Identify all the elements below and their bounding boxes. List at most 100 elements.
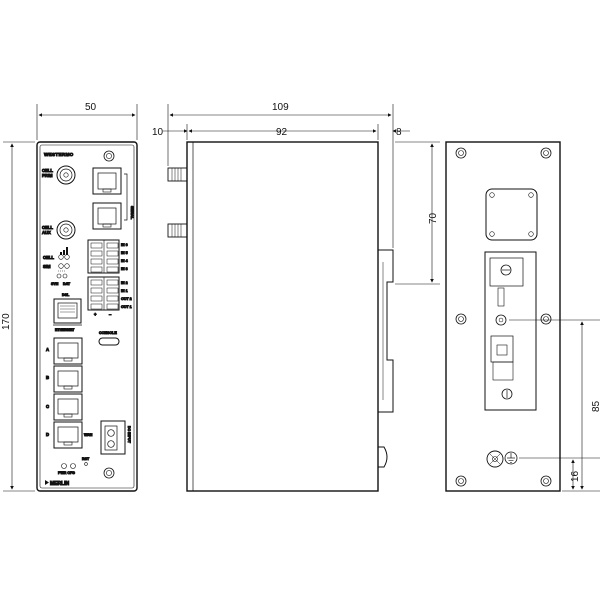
signal-strength-icon bbox=[60, 247, 68, 255]
port-a-label: A bbox=[46, 347, 49, 352]
front-view: WESTERMO CELL PRIM SERIAL bbox=[36, 141, 138, 492]
ethernet-port bbox=[53, 365, 83, 393]
port-d-label: D bbox=[46, 432, 49, 437]
screw-icon bbox=[540, 147, 552, 159]
cell-led-label: CELL bbox=[43, 255, 54, 260]
antenna-connector-aux bbox=[56, 220, 76, 240]
terminal-pin bbox=[90, 258, 103, 265]
io-in2-label: IN 2 bbox=[121, 281, 128, 285]
ethernet-label: ETHERNET bbox=[55, 328, 75, 332]
reset-button bbox=[84, 462, 88, 466]
antenna-connector-prim bbox=[56, 165, 76, 185]
sim-led-2 bbox=[64, 263, 70, 269]
front-housing bbox=[36, 141, 138, 492]
serial-label: SERIAL bbox=[130, 206, 134, 220]
side-dimensions bbox=[163, 104, 440, 285]
io-in1-label: IN 1 bbox=[121, 289, 128, 293]
wan-label: WAN bbox=[84, 433, 93, 437]
dim-rear-mount: 85 bbox=[591, 400, 600, 412]
rst-label: RST bbox=[82, 457, 90, 461]
io-in6-label: IN 6 bbox=[121, 243, 128, 247]
sim-led-1 bbox=[58, 263, 64, 269]
dsl-label: DSL bbox=[62, 293, 70, 297]
dim-front-width: 50 bbox=[85, 102, 97, 113]
dsl-port bbox=[53, 298, 82, 324]
dim-front-height: 170 bbox=[1, 313, 12, 330]
screw-icon bbox=[103, 150, 115, 162]
rear-dimensions bbox=[509, 319, 600, 492]
terminal-pin bbox=[106, 279, 119, 286]
terminal-pin bbox=[90, 250, 103, 257]
cell-prim-label-1: CELL bbox=[42, 168, 53, 173]
port-b-label: B bbox=[46, 375, 49, 380]
io-out2-label: OUT 2 bbox=[121, 297, 132, 301]
dim-side-rear-offset: 8 bbox=[396, 127, 402, 138]
ground-screw bbox=[486, 450, 504, 468]
screw-icon bbox=[455, 147, 467, 159]
cell-led-1 bbox=[58, 254, 64, 260]
io-minus-label: − bbox=[109, 312, 112, 317]
terminal-pin bbox=[90, 295, 103, 302]
rear-housing bbox=[445, 141, 561, 492]
port-c-label: C bbox=[46, 404, 49, 409]
screw-icon bbox=[103, 467, 115, 479]
side-bottom-knob bbox=[378, 446, 388, 468]
io-terminal-upper-pins bbox=[90, 242, 119, 273]
screw-icon bbox=[540, 475, 552, 487]
ethernet-ports bbox=[53, 337, 83, 449]
io-in3-label: IN 3 bbox=[121, 267, 128, 271]
side-front-bezel bbox=[186, 141, 194, 492]
rear-din-clip bbox=[484, 251, 537, 411]
dc-input-label: DC INPUT bbox=[127, 426, 131, 444]
cell-led-2 bbox=[64, 254, 70, 260]
terminal-pin bbox=[90, 303, 103, 310]
serial-port-2 bbox=[92, 202, 122, 230]
dim-side-total: 109 bbox=[272, 102, 289, 113]
terminal-pin bbox=[106, 258, 119, 265]
front-dimensions bbox=[3, 104, 138, 492]
terminal-pin bbox=[90, 266, 103, 273]
io-plus-label: + bbox=[94, 312, 97, 317]
syn-dat-leds bbox=[56, 270, 68, 279]
cell-prim-label-2: PRIM bbox=[42, 173, 53, 178]
dim-side-body: 92 bbox=[276, 127, 288, 138]
pwr-led bbox=[61, 463, 67, 469]
side-view bbox=[167, 141, 394, 492]
serial-port-1 bbox=[92, 167, 122, 195]
syn-label: SYN bbox=[51, 282, 59, 286]
serial-bracket bbox=[124, 173, 128, 221]
din-rail-clip bbox=[378, 249, 394, 413]
pwr-cfg-label: PWR CFG bbox=[58, 471, 75, 475]
dim-side-front-offset: 10 bbox=[152, 127, 164, 138]
console-port bbox=[98, 337, 120, 346]
antenna-connector-side-1 bbox=[167, 167, 188, 182]
cfg-led bbox=[70, 463, 76, 469]
io-terminal-upper bbox=[87, 239, 120, 274]
terminal-pin bbox=[106, 287, 119, 294]
ethernet-port bbox=[53, 337, 83, 365]
terminal-pin bbox=[90, 287, 103, 294]
screw-icon bbox=[455, 475, 467, 487]
terminal-pin bbox=[106, 303, 119, 310]
front-inner-panel bbox=[39, 144, 135, 489]
brand-arrow-icon bbox=[45, 480, 49, 485]
terminal-pin bbox=[106, 242, 119, 249]
terminal-pin bbox=[90, 279, 103, 286]
io-in5-label: IN 5 bbox=[121, 251, 128, 255]
rear-plate bbox=[485, 188, 538, 241]
ethernet-port bbox=[53, 393, 83, 421]
brand-label: MERLIN bbox=[50, 481, 70, 487]
cell-aux-label-1: CELL bbox=[42, 225, 53, 230]
terminal-pin bbox=[106, 295, 119, 302]
terminal-pin bbox=[90, 242, 103, 249]
dim-side-rail: 70 bbox=[428, 212, 439, 224]
ethernet-port bbox=[53, 421, 83, 449]
io-terminal-lower-pins bbox=[90, 279, 119, 310]
logo-text: WESTERMO bbox=[44, 152, 74, 157]
dat-label: DAT bbox=[63, 282, 71, 286]
io-in4-label: IN 4 bbox=[121, 259, 128, 263]
io-terminal-lower bbox=[87, 276, 120, 311]
rear-screws bbox=[455, 147, 552, 487]
console-label: CONSOLE bbox=[99, 331, 117, 335]
